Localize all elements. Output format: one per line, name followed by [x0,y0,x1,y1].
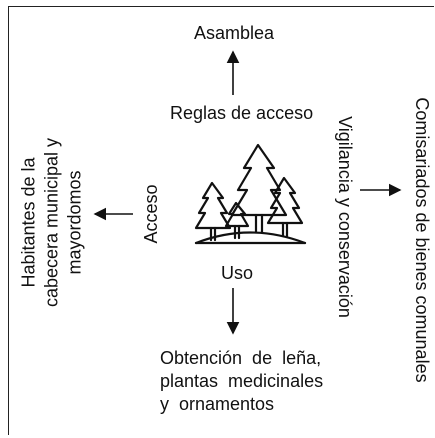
edge-label-acceso: Acceso [141,184,161,244]
edge-label-vigilancia-y-conservacion: Vigilancia y conservación [335,116,355,318]
node-comisariados: Comisariados de bienes comunales [412,97,432,383]
node-habitantes-line-2: cabecera municipal y [41,137,62,308]
edge-label-uso: Uso [221,263,254,283]
forest-trees-icon [194,143,307,245]
node-asamblea: Asamblea [194,23,275,43]
node-obtencion: Obtención de leña, plantas medicinales y… [160,347,323,416]
node-obtencion-line-2: plantas medicinales [160,371,324,391]
node-habitantes-line-3: mayordomos [64,170,85,275]
node-habitantes: Habitantes de la cabecera municipal y ma… [18,135,87,311]
node-obtencion-line-1: Obtención de leña, [160,348,322,368]
node-obtencion-line-3: y ornamentos [160,394,275,414]
node-habitantes-line-1: Habitantes de la [18,157,39,288]
edge-label-reglas-de-acceso: Reglas de acceso [170,103,314,123]
frame-border [8,6,434,435]
